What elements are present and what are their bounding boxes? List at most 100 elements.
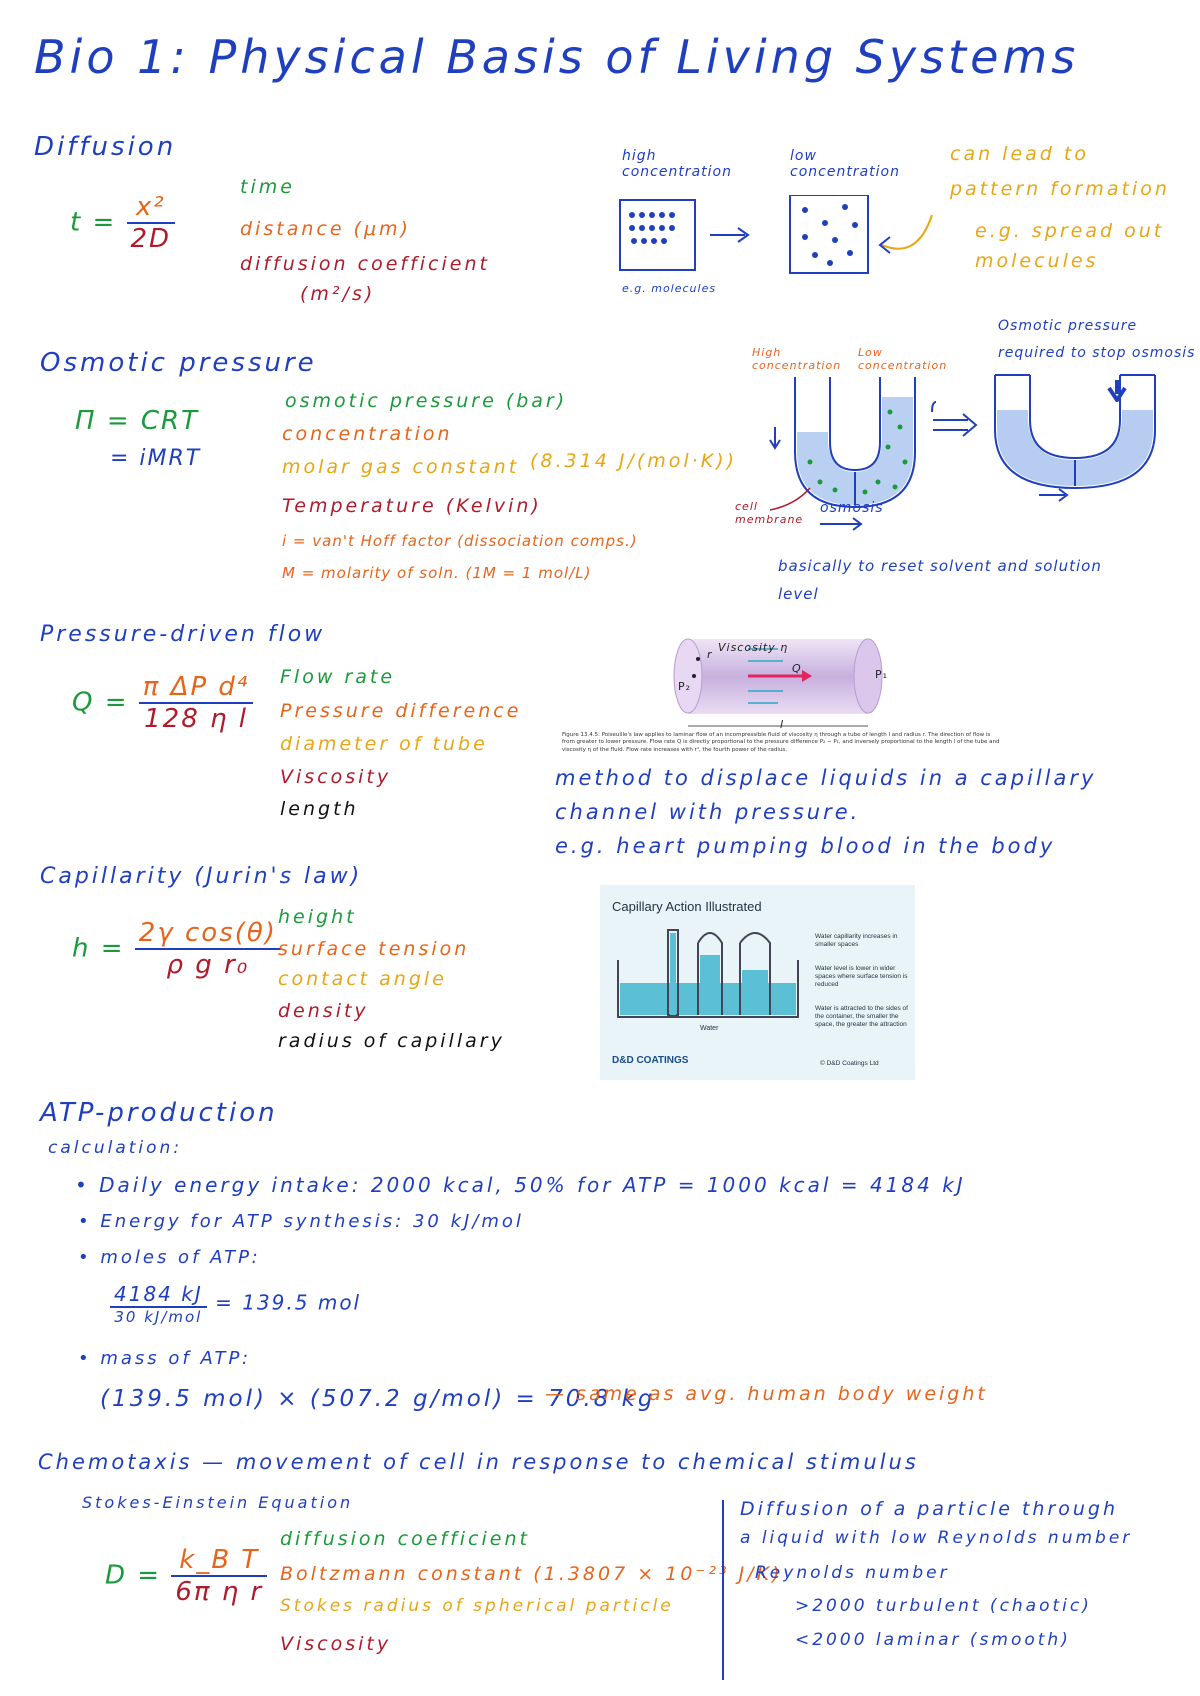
eq-numerator: 2γ cos(θ) [138, 918, 277, 948]
atp-mass-note: — same as avg. human body weight [545, 1383, 988, 1405]
capillary-water-label: Water [700, 1025, 719, 1032]
var-molarity: M = molarity of soln. (1M = 1 mol/L) [282, 564, 592, 582]
osmosis-high-label: High concentration [752, 346, 842, 372]
var-pressure-difference: Pressure difference [280, 700, 522, 722]
frac-result: = 139.5 mol [215, 1290, 362, 1315]
flow-note-2: channel with pressure. [555, 800, 861, 824]
capillary-copyright: © D&D Coatings Ltd [820, 1060, 879, 1067]
atp-bullet-4: • mass of ATP: [78, 1348, 252, 1369]
osmotic-eq-1: Π = CRT [75, 406, 199, 436]
stokes-einstein-equation: D = k_B T 6π η r [105, 1545, 268, 1607]
down-arrow-icon [1107, 380, 1127, 402]
capillarity-equation: h = 2γ cos(θ) ρ g r₀ [72, 918, 281, 980]
chemotaxis-heading: Chemotaxis — movement of cell in respons… [38, 1450, 919, 1474]
diffusion-note-3: e.g. spread out [975, 220, 1165, 242]
var-viscosity: Viscosity [280, 766, 392, 788]
var-boltzmann: Boltzmann constant (1.3807 × 10⁻²³ J/K) [280, 1563, 783, 1585]
var-diffusion-coefficient: diffusion coefficient [240, 253, 490, 275]
osmosis-low-label: Low concentration [858, 346, 948, 372]
double-arrow-icon [933, 413, 978, 437]
diffusion-diagram [619, 195, 869, 274]
small-arrow-icon [1039, 488, 1069, 502]
fig-p2-label: P₂ [678, 680, 692, 693]
flow-note-1: method to displace liquids in a capillar… [555, 766, 1097, 790]
var-viscosity-chemo: Viscosity [280, 1633, 392, 1655]
diffusion-note-2: pattern formation [950, 178, 1170, 200]
capillary-note-2: Water level is lower in wider spaces whe… [815, 965, 908, 989]
var-radius: radius of capillary [278, 1030, 505, 1052]
high-concentration-label: high concentration [622, 148, 732, 180]
var-flow-rate: Flow rate [280, 666, 396, 688]
osmotic-eq-2: = iMRT [110, 446, 202, 471]
var-d-coefficient: diffusion coefficient [280, 1528, 530, 1550]
reynolds-turbulent: >2000 turbulent (chaotic) [795, 1596, 1092, 1616]
flow-note-3: e.g. heart pumping blood in the body [555, 834, 1056, 858]
eq-numerator: k_B T [179, 1545, 260, 1575]
curved-arrow-icon [878, 214, 933, 254]
membrane-pointer-icon [769, 487, 811, 511]
atp-bullet-3: • moles of ATP: [78, 1247, 261, 1268]
eq-lhs: Q = [72, 687, 129, 718]
reynolds-note-1: Diffusion of a particle through [740, 1498, 1119, 1520]
fig-l-label: l [780, 718, 785, 731]
poiseuille-figure [673, 638, 883, 727]
fig-p1-label: P₁ [875, 668, 889, 681]
osmosis-arrow-icon [820, 517, 863, 531]
atp-heading: ATP-production [40, 1098, 278, 1128]
low-concentration-label: low concentration [790, 148, 900, 180]
eq-denominator: ρ g r₀ [166, 950, 250, 980]
eq-numerator: x² [135, 192, 166, 222]
divider [722, 1500, 724, 1680]
cell-membrane-label: cell membrane [735, 500, 804, 526]
osmotic-note-1: Osmotic pressure [998, 318, 1138, 334]
fig-viscosity-label: Viscosity η [718, 641, 789, 654]
diffusion-heading: Diffusion [34, 132, 177, 162]
osmotic-bottom-note-2: level [778, 585, 819, 603]
reynolds-label: Reynolds number [755, 1563, 950, 1583]
var-diameter: diameter of tube [280, 733, 488, 755]
atp-mass: (139.5 mol) × (507.2 g/mol) = 70.8 kg [100, 1386, 656, 1412]
eg-molecules-label: e.g. molecules [622, 282, 717, 295]
fig-q-label: Q [792, 662, 802, 675]
var-contact-angle: contact angle [278, 968, 447, 990]
page-title: Bio 1: Physical Basis of Living Systems [34, 30, 1080, 84]
var-height: height [278, 906, 357, 928]
atp-calculation-label: calculation: [48, 1138, 183, 1158]
var-stokes-radius: Stokes radius of spherical particle [280, 1596, 674, 1616]
var-time: time [240, 176, 295, 198]
osmotic-bottom-note-1: basically to reset solvent and solution [778, 557, 1102, 575]
eq-lhs: h = [72, 933, 125, 964]
fig-r-label: r [707, 648, 713, 661]
reynolds-note-2: a liquid with low Reynolds number [740, 1528, 1133, 1548]
frac-numerator: 4184 kJ [114, 1282, 203, 1306]
capillary-drawing [617, 929, 799, 1018]
osmosis-u-tube-equilibrium [994, 374, 1156, 490]
eq-denominator: 128 η l [144, 704, 248, 734]
dd-coatings-logo: D&D COATINGS [612, 1055, 689, 1066]
var-distance: distance (μm) [240, 218, 411, 240]
diffusion-note-4: molecules [975, 250, 1099, 272]
var-diffusion-units: (m²/s) [300, 283, 376, 305]
osmosis-label: osmosis [820, 500, 884, 516]
var-density: density [278, 1000, 369, 1022]
var-gas-constant: molar gas constant [282, 456, 520, 478]
flow-equation: Q = π ΔP d⁴ 128 η l [72, 672, 254, 734]
capillary-figure: Capillary Action Illustrated Water Water… [600, 885, 915, 1080]
frac-denominator: 30 kJ/mol [114, 1308, 203, 1326]
diffusion-equation: t = x² 2D [70, 192, 176, 254]
stokes-einstein-label: Stokes-Einstein Equation [82, 1493, 354, 1512]
var-concentration: concentration [282, 423, 453, 445]
flow-heading: Pressure-driven flow [40, 622, 326, 647]
osmotic-note-2: required to stop osmosis [998, 345, 1196, 361]
var-osmotic-pressure: osmotic pressure (bar) [285, 390, 568, 412]
osmotic-heading: Osmotic pressure [40, 348, 317, 378]
eq-lhs: D = [105, 1560, 162, 1591]
poiseuille-caption: Figure 13.4.5: Poiseuille's law applies … [562, 732, 1000, 753]
reynolds-laminar: <2000 laminar (smooth) [795, 1630, 1071, 1650]
atp-bullet-1: • Daily energy intake: 2000 kcal, 50% fo… [75, 1173, 966, 1197]
eq-lhs: t = [70, 207, 117, 238]
var-gas-constant-value: (8.314 J/(mol·K)) [530, 450, 737, 472]
eq-denominator: 6π η r [175, 1577, 264, 1607]
capillary-note-1: Water capillarity increases in smaller s… [815, 933, 898, 949]
capillary-note-3: Water is attracted to the sides of the c… [815, 1005, 908, 1029]
